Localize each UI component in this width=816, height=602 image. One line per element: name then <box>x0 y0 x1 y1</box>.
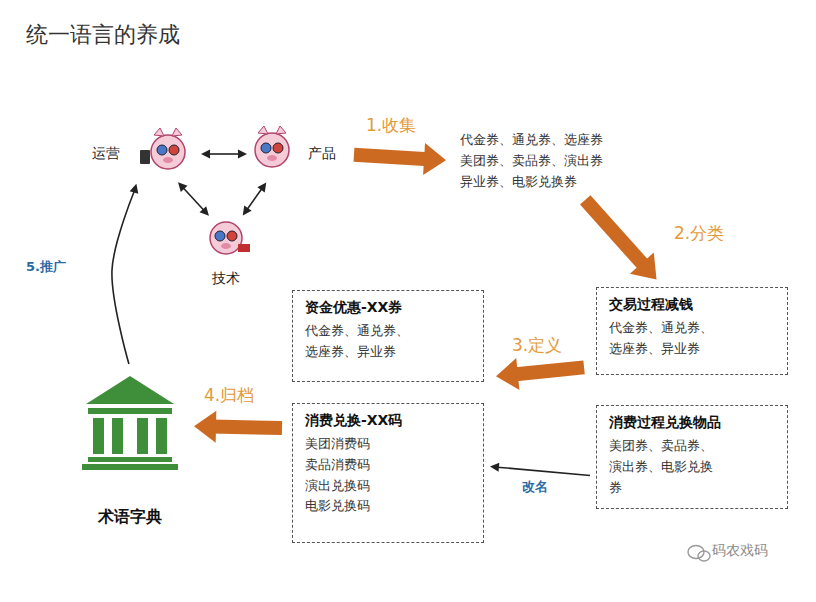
role-figure: 运营 <box>88 128 198 180</box>
node-body: 代金券、通兑券、选座券、异业券 <box>609 318 718 360</box>
category-box: 消费过程兑换物品美团券、卖品券、演出券、电影兑换券 <box>596 405 788 509</box>
edge-label: 2.分类 <box>674 222 724 245</box>
definition-box: 消费兑换-XX码美团消费码 卖品消费码 演出兑换码 电影兑换码 <box>292 403 484 543</box>
arrow-head <box>423 143 446 175</box>
edge-label: 5.推广 <box>26 258 66 276</box>
process-arrow <box>194 411 282 443</box>
connector-shaft <box>354 155 428 159</box>
watermark-icon <box>688 546 710 562</box>
relation-arrow <box>178 182 209 216</box>
node-heading: 运营 <box>92 145 120 163</box>
arrow-head <box>630 252 657 279</box>
process-arrow <box>585 200 656 280</box>
node-body: 美团券、卖品券、演出券、电影兑换券 <box>609 436 718 498</box>
connector-shaft <box>208 153 240 155</box>
arrow-head <box>238 150 247 159</box>
node-heading: 交易过程减钱 <box>609 296 777 314</box>
arrow-head <box>257 182 266 192</box>
bank-icon <box>82 376 178 470</box>
connector-shaft <box>247 188 262 209</box>
connector-shaft <box>585 200 645 267</box>
role-figure: 技术 <box>196 218 256 288</box>
tech-figure <box>210 222 250 254</box>
arrow-head <box>201 150 210 159</box>
connector-shaft <box>112 191 135 364</box>
edge-label: 3.定义 <box>512 334 562 357</box>
relation-arrow <box>243 182 267 215</box>
connector-shaft <box>212 427 282 428</box>
connector-shaft <box>497 467 590 475</box>
arrow-head <box>194 411 216 443</box>
relation-arrow <box>112 184 138 364</box>
edge-label: 4.归档 <box>204 384 254 407</box>
term-list: 代金券、通兑券、选座券 美团券、卖品券、演出券 异业券、电影兑换券 <box>460 130 608 192</box>
node-heading: 消费过程兑换物品 <box>609 414 777 432</box>
connector-shaft <box>513 367 584 374</box>
node-heading: 消费兑换-XX码 <box>305 412 473 430</box>
node-body: 美团消费码 卖品消费码 演出兑换码 电影兑换码 <box>305 434 378 517</box>
process-arrow <box>354 143 446 175</box>
edge-label: 改名 <box>522 478 548 496</box>
watermark: 码农戏码 <box>712 542 768 560</box>
arrow-head <box>178 182 187 192</box>
node-heading: 资金优惠-XX券 <box>305 299 473 317</box>
arrow-head <box>496 358 519 390</box>
node-heading: 术语字典 <box>98 507 162 528</box>
node-heading: 代金券、通兑券、选座券 美团券、卖品券、演出券 异业券、电影兑换券 <box>460 130 608 192</box>
diagram-title: 统一语言的养成 <box>26 20 180 50</box>
node-body: 代金券、通兑券、选座券、异业券 <box>305 321 414 363</box>
connector-shaft <box>183 188 204 211</box>
edge-label: 1.收集 <box>366 114 416 137</box>
product-figure <box>255 126 289 167</box>
category-box: 交易过程减钱代金券、通兑券、选座券、异业券 <box>596 287 788 375</box>
process-arrow <box>496 358 584 390</box>
arrow-head <box>130 184 139 194</box>
dictionary-node: 术语字典 <box>78 370 182 530</box>
relation-arrow <box>490 463 590 476</box>
arrow-head <box>200 206 209 216</box>
relation-arrow <box>201 150 247 159</box>
node-heading: 产品 <box>308 145 336 163</box>
role-figure: 产品 <box>250 128 340 180</box>
definition-box: 资金优惠-XX券代金券、通兑券、选座券、异业券 <box>292 290 484 382</box>
arrow-head <box>490 463 499 472</box>
arrow-head <box>243 206 252 216</box>
node-heading: 技术 <box>212 270 240 288</box>
operator-figure <box>140 128 185 169</box>
